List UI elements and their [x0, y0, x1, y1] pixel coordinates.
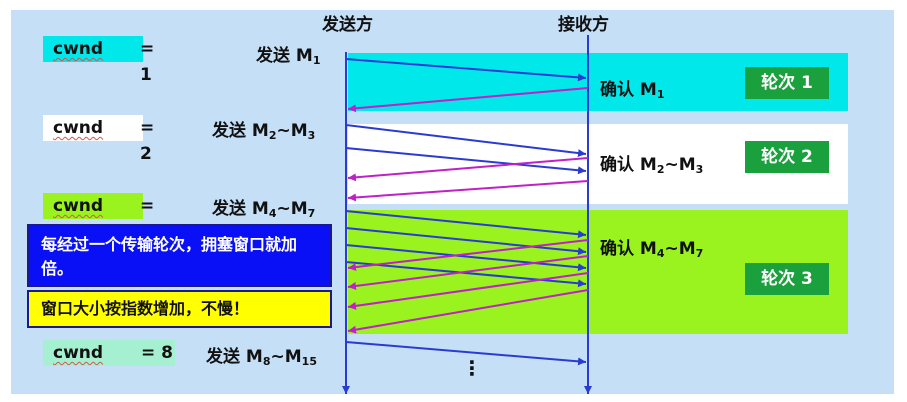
cwnd-4-label: cwnd = 4 [43, 193, 154, 242]
cwnd-keyword: cwnd [53, 196, 104, 216]
ack-prefix: 确认 M [600, 155, 657, 175]
ack-range: ~M [664, 239, 696, 259]
ack-m1-label: 确认 M1 [600, 75, 665, 101]
send-prefix: 发送 M [212, 199, 269, 219]
data-segment-arrow-1 [345, 58, 587, 82]
ack-arrow-4 [347, 239, 589, 272]
ack-arrow-2 [347, 157, 589, 182]
ack-m2-m3-label: 确认 M2~M3 [600, 150, 703, 176]
cwnd-8-label: cwnd = 8 [43, 340, 175, 366]
send-subscript: 3 [307, 129, 316, 142]
cwnd-value: = 1 [140, 39, 155, 85]
ack-arrow-5 [347, 255, 589, 290]
ack-prefix: 确认 M [600, 80, 657, 100]
send-prefix: 发送 M [256, 46, 313, 66]
send-m1-label: 发送 M1 [256, 41, 321, 67]
send-subscript: 1 [312, 54, 321, 67]
send-subscript: 8 [262, 355, 271, 368]
ack-subscript: 7 [695, 247, 704, 260]
data-segment-arrow-5 [345, 227, 587, 256]
send-prefix: 发送 M [206, 347, 263, 367]
ack-subscript: 3 [695, 163, 704, 176]
ack-m4-m7-label: 确认 M4~M7 [600, 234, 703, 260]
send-range: ~M [276, 121, 308, 141]
exponential-note: 窗口大小按指数增加，不慢！ [27, 290, 332, 328]
cwnd-keyword: cwnd [53, 39, 104, 59]
data-segment-arrow-7 [345, 261, 587, 288]
ack-arrow-3 [347, 180, 589, 202]
sender-header: 发送方 [322, 15, 373, 35]
doubling-note: 每经过一个传输轮次，拥塞窗口就加倍。 [27, 224, 332, 287]
send-subscript: 4 [268, 207, 277, 220]
ack-prefix: 确认 M [600, 239, 657, 259]
send-prefix: 发送 M [212, 121, 269, 141]
round-1-badge: 轮次 1 [745, 67, 829, 99]
data-segment-arrow-6 [345, 244, 587, 272]
cwnd-2-label: cwnd = 2 [43, 115, 154, 164]
send-subscript: 7 [307, 207, 316, 220]
data-segment-arrow-2 [345, 124, 587, 158]
send-subscript: 2 [268, 129, 277, 142]
ack-subscript: 1 [656, 88, 665, 101]
send-subscript: 15 [301, 355, 317, 368]
send-range: ~M [270, 347, 302, 367]
cwnd-value: = 8 [141, 343, 173, 363]
round-3-badge: 轮次 3 [745, 263, 829, 295]
cwnd-keyword: cwnd [53, 343, 104, 363]
data-segment-arrow-8 [345, 341, 587, 366]
send-range: ~M [276, 199, 308, 219]
round-2-badge: 轮次 2 [745, 141, 829, 173]
ack-subscript: 2 [656, 163, 665, 176]
cwnd-1-label: cwnd = 1 [43, 36, 154, 85]
ack-arrow-6 [347, 272, 589, 310]
send-m8-m15-label: 发送 M8~M15 [206, 342, 317, 368]
ack-subscript: 4 [656, 247, 665, 260]
data-segment-arrow-4 [345, 210, 587, 239]
ack-arrow-7 [347, 289, 589, 334]
data-segment-arrow-3 [345, 147, 587, 175]
cwnd-value: = 2 [140, 118, 155, 164]
send-m4-m7-label: 发送 M4~M7 [212, 194, 315, 220]
cwnd-keyword: cwnd [53, 118, 104, 138]
ack-arrow-1 [347, 87, 589, 113]
receiver-header: 接收方 [558, 15, 609, 35]
continuation-ellipsis: ⋮ [462, 356, 482, 380]
send-m2-m3-label: 发送 M2~M3 [212, 116, 315, 142]
ack-range: ~M [664, 155, 696, 175]
